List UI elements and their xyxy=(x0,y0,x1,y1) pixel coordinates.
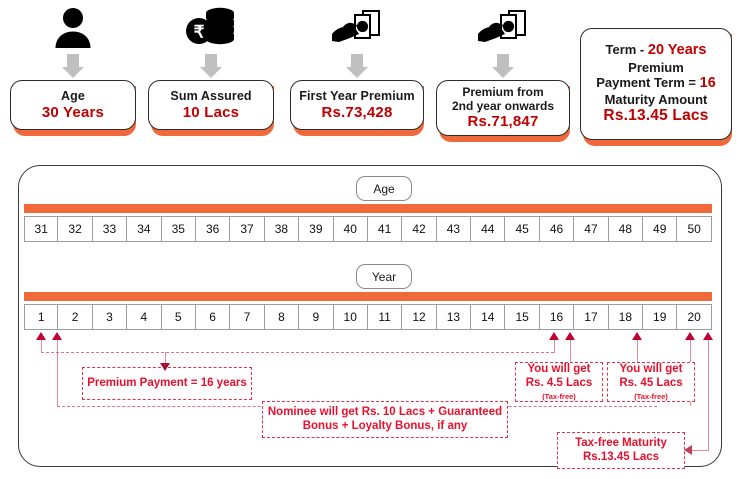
card-label: Sum Assured xyxy=(170,88,252,103)
connector-year18-payout xyxy=(637,340,638,364)
age-cell-36: 36 xyxy=(195,216,231,242)
summary-payment-term: Payment Term = 16 xyxy=(596,74,716,91)
card-value: Rs.71,847 xyxy=(467,113,539,131)
summary-maturity-label: Maturity Amount xyxy=(604,91,708,107)
year-cell-7: 7 xyxy=(230,304,265,330)
hand-money-icon xyxy=(329,0,385,50)
age-cell-37: 37 xyxy=(230,216,265,242)
premium-span-line xyxy=(41,352,554,353)
up-arrow-year16-payout xyxy=(565,332,575,340)
year-cell-17: 17 xyxy=(574,304,609,330)
down-arrow-premium-box xyxy=(160,363,170,371)
age-cell-49: 49 xyxy=(643,216,678,242)
connector-year16-payout xyxy=(570,340,571,364)
age-row-accent-bar xyxy=(24,204,712,213)
age-cell-47: 47 xyxy=(574,216,609,242)
year-cell-14: 14 xyxy=(471,304,506,330)
person-icon xyxy=(50,0,96,50)
up-arrow-year20-nominee-end xyxy=(685,332,695,340)
connector-year1-premium xyxy=(41,340,42,353)
card-value: 30 Years xyxy=(41,103,105,121)
age-cell-44: 44 xyxy=(471,216,506,242)
top-card-age: Age 30 Years xyxy=(10,0,136,136)
up-arrow-year16-premium-end xyxy=(549,332,559,340)
card-label-line1: Premium from xyxy=(462,85,544,99)
card-label: Age xyxy=(61,88,85,103)
summary-term: Term - 20 Years xyxy=(605,42,707,59)
year-cell-1: 1 xyxy=(24,304,59,330)
summary-premium-label: Premium xyxy=(628,59,684,75)
age-row-pill: Age xyxy=(356,176,412,201)
year-cell-18: 18 xyxy=(608,304,644,330)
callout-maturity: Tax-free Maturity Rs.13.45 Lacs xyxy=(557,432,685,469)
year-row-pill: Year xyxy=(356,264,412,289)
age-cell-46: 46 xyxy=(539,216,575,242)
callout-payout-year18: You will get Rs. 45 Lacs (Tax-free) xyxy=(607,362,695,402)
callout-payout-year16: You will get Rs. 4.5 Lacs (Tax-free) xyxy=(515,362,603,402)
connector-year20-maturity-horz xyxy=(690,450,709,451)
year-cell-11: 11 xyxy=(367,304,403,330)
age-cell-39: 39 xyxy=(299,216,334,242)
year-cell-20: 20 xyxy=(677,304,712,330)
top-card-policy-summary: Term - 20 Years Premium Payment Term = 1… xyxy=(580,28,732,146)
age-cell-31: 31 xyxy=(24,216,59,242)
year-cell-5: 5 xyxy=(161,304,196,330)
year-cell-4: 4 xyxy=(127,304,162,330)
age-cell-33: 33 xyxy=(92,216,128,242)
callout-nominee: Nominee will get Rs. 10 Lacs + Guarantee… xyxy=(262,401,508,438)
summary-maturity-value: Rs.13.45 Lacs xyxy=(603,107,709,125)
up-arrow-year20-maturity xyxy=(703,332,713,340)
year-cell-10: 10 xyxy=(333,304,368,330)
hand-money-icon xyxy=(475,0,531,50)
age-cell-38: 38 xyxy=(264,216,300,242)
top-card-sum-assured: ₹ Sum Assured 10 Lacs xyxy=(148,0,274,136)
card-label-line2: 2nd year onwards xyxy=(451,99,555,114)
rupee-coins-icon: ₹ xyxy=(184,0,238,50)
age-cell-35: 35 xyxy=(161,216,196,242)
age-cell-48: 48 xyxy=(608,216,644,242)
left-arrow-maturity-box xyxy=(684,445,692,455)
year-cell-16: 16 xyxy=(539,304,575,330)
age-cell-43: 43 xyxy=(436,216,472,242)
card-value: Rs.73,428 xyxy=(321,103,393,121)
card-label: First Year Premium xyxy=(299,88,415,103)
top-card-premium-from-second-year: Premium from 2nd year onwards Rs.71,847 xyxy=(436,0,570,142)
year-cell-6: 6 xyxy=(195,304,231,330)
age-cell-40: 40 xyxy=(333,216,368,242)
year-cell-2: 2 xyxy=(58,304,93,330)
age-cell-41: 41 xyxy=(367,216,403,242)
connector-year1-nominee xyxy=(57,340,58,406)
year-row-accent-bar xyxy=(24,292,712,301)
svg-text:₹: ₹ xyxy=(194,23,205,42)
up-arrow-year18-payout xyxy=(632,332,642,340)
connector-year16-premium-end xyxy=(554,340,555,353)
year-cell-19: 19 xyxy=(643,304,678,330)
year-cell-8: 8 xyxy=(264,304,300,330)
age-cell-50: 50 xyxy=(677,216,712,242)
age-cell-42: 42 xyxy=(402,216,437,242)
callout-premium-payment: Premium Payment = 16 years xyxy=(82,367,252,400)
age-cell-34: 34 xyxy=(127,216,162,242)
premium-box-connector xyxy=(165,352,166,364)
year-cell-3: 3 xyxy=(92,304,128,330)
age-cell-32: 32 xyxy=(58,216,93,242)
year-cell-13: 13 xyxy=(436,304,472,330)
year-cell-9: 9 xyxy=(299,304,334,330)
year-cell-12: 12 xyxy=(402,304,437,330)
up-arrow-year1-premium xyxy=(36,332,46,340)
age-cell-45: 45 xyxy=(505,216,540,242)
card-value: 10 Lacs xyxy=(182,103,240,121)
up-arrow-year1-nominee xyxy=(52,332,62,340)
connector-year20-maturity-vert xyxy=(708,340,709,450)
top-card-first-year-premium: First Year Premium Rs.73,428 xyxy=(290,0,424,136)
year-cell-15: 15 xyxy=(505,304,540,330)
